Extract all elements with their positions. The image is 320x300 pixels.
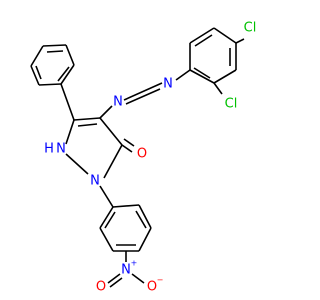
nitro-positive-charge: + (131, 259, 138, 268)
molecule-structure: Cl Cl N N H N N O N + O O − (30, 21, 257, 295)
nitro-oxygen-left: O (96, 280, 106, 295)
nitro-group (107, 273, 145, 288)
dichlorophenyl-ring (189, 27, 245, 95)
pyrazolone-ring (65, 117, 135, 179)
nitro-oxygen-right: O (147, 280, 157, 295)
pyrazole-ring-nitrogen: N (90, 174, 100, 189)
nitro-nitrogen: N (121, 263, 131, 278)
nitro-negative-charge: − (157, 276, 164, 285)
chlorine-atom-para: Cl (244, 21, 257, 36)
azo-nitrogen-2: N (113, 95, 123, 110)
structure-canvas: Cl Cl N N H N N O N + O O − (30, 21, 257, 295)
nitrophenyl-ring (99, 185, 152, 262)
chlorine-atom-ortho: Cl (225, 97, 238, 112)
nh-hydrogen: H (44, 142, 54, 157)
azo-linkage (99, 69, 191, 119)
phenyl-ring (30, 44, 75, 121)
pyrazole-nh-nitrogen: N (56, 142, 66, 157)
carbonyl-oxygen: O (137, 147, 147, 162)
azo-nitrogen-1: N (163, 77, 173, 92)
